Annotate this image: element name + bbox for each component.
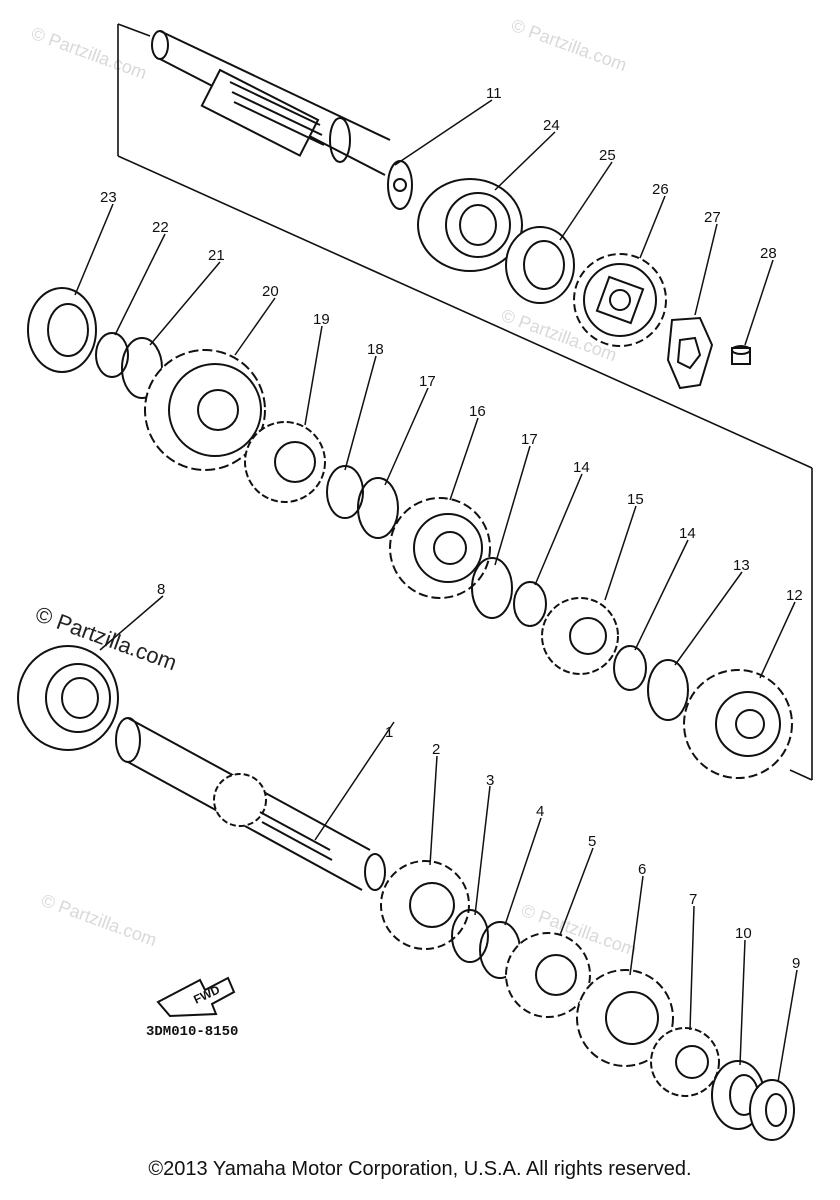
watermark: © Partzilla.com (39, 890, 160, 950)
copyright-notice: ©2013 Yamaha Motor Corporation, U.S.A. A… (148, 1158, 692, 1180)
bearing-23 (27, 287, 97, 373)
bearing-24 (417, 178, 523, 272)
callout-labels: 1 2 3 4 5 6 7 8 9 10 11 12 13 14 14 15 1… (100, 85, 803, 972)
drive-sprocket-26 (573, 253, 667, 347)
callout-12: 12 (786, 587, 803, 604)
callout-2: 2 (432, 741, 440, 758)
circlip-3 (451, 909, 489, 963)
gear-16 (389, 497, 491, 599)
callout-8: 8 (157, 581, 165, 598)
callout-1: 1 (385, 724, 393, 741)
callout-15: 15 (627, 491, 644, 508)
callout-14: 14 (573, 459, 590, 476)
callout-6: 6 (638, 861, 646, 878)
callout-17b: 17 (521, 431, 538, 448)
callout-24: 24 (543, 117, 560, 134)
callout-18: 18 (367, 341, 384, 358)
part-code: 3DM010-8150 (146, 1024, 238, 1040)
callout-21: 21 (208, 247, 225, 264)
callout-4: 4 (536, 803, 544, 820)
washer-17 (357, 477, 399, 539)
callout-14b: 14 (679, 525, 696, 542)
callout-7: 7 (689, 891, 697, 908)
gear-15 (541, 597, 619, 675)
circlip-22 (95, 332, 129, 378)
callout-20: 20 (262, 283, 279, 300)
callout-5: 5 (588, 833, 596, 850)
washer-17b (471, 557, 513, 619)
callout-22: 22 (152, 219, 169, 236)
callout-27: 27 (704, 209, 721, 226)
leader-lines (74, 99, 798, 1083)
callout-19: 19 (313, 311, 330, 328)
gear-12 (683, 669, 793, 779)
gear-20 (144, 349, 266, 471)
bolt-28 (731, 345, 751, 365)
watermark: © Partzilla.com (29, 23, 150, 83)
fwd-arrow-icon: FWD (156, 976, 236, 1018)
callout-13: 13 (733, 557, 750, 574)
callout-10: 10 (735, 925, 752, 942)
gear-19 (244, 421, 326, 503)
callout-28: 28 (760, 245, 777, 262)
circlip-14b (613, 645, 647, 691)
oil-seal-25 (505, 226, 575, 304)
callout-11: 11 (486, 85, 502, 102)
callout-16: 16 (469, 403, 486, 420)
callout-23: 23 (100, 189, 117, 206)
drive-axle-shaft (115, 717, 386, 891)
circlip-14 (513, 581, 547, 627)
washer-13 (647, 659, 689, 721)
callout-9: 9 (792, 955, 800, 972)
gear-2 (380, 860, 470, 950)
callout-17: 17 (419, 373, 436, 390)
gear-5 (505, 932, 591, 1018)
watermark: © Partzilla.com (509, 15, 630, 75)
washer-21 (121, 337, 163, 399)
main-axle-shaft (151, 30, 413, 210)
callout-26: 26 (652, 181, 669, 198)
lock-washer-27 (666, 316, 714, 390)
circlip-18 (326, 465, 364, 519)
callout-25: 25 (599, 147, 616, 164)
seal-9 (749, 1079, 795, 1141)
gear-7 (650, 1027, 720, 1097)
bearing-8 (17, 645, 119, 751)
callout-3: 3 (486, 772, 494, 789)
main-axle-bracket (117, 23, 813, 781)
gear-6 (576, 969, 674, 1067)
